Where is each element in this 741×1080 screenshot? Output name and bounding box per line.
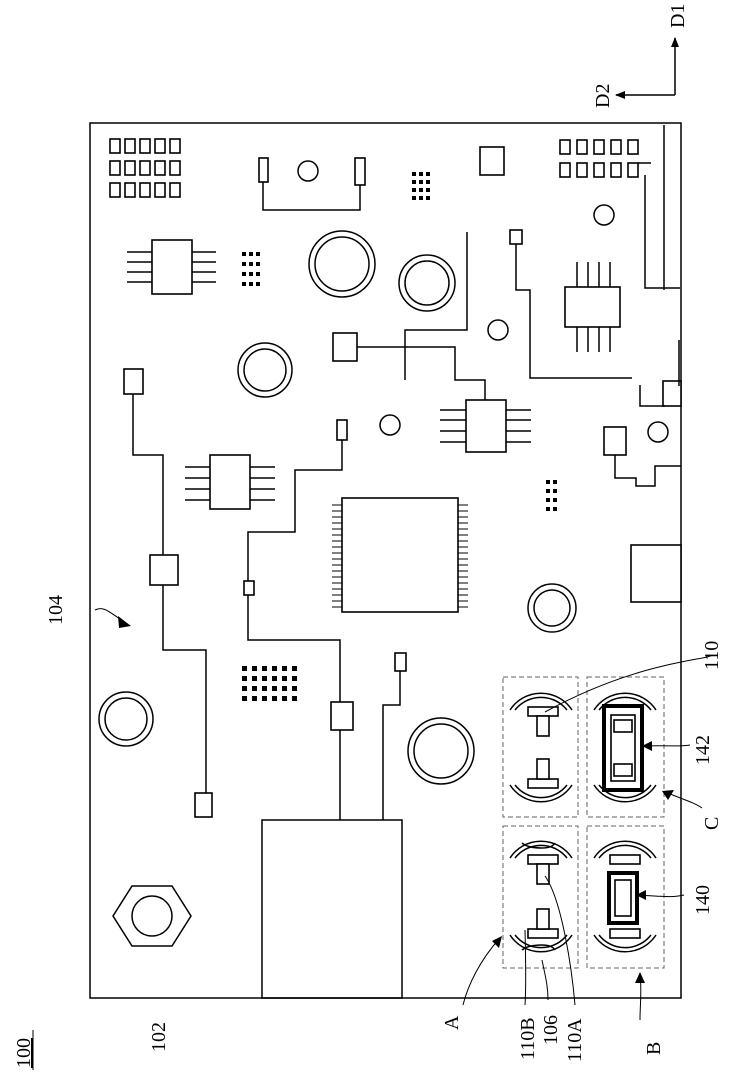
ref-140: 140 <box>692 885 714 915</box>
region-a-pad-t-top-stem <box>537 864 549 884</box>
element-140-inner <box>615 880 631 916</box>
ref-110a: 110A <box>564 1018 586 1062</box>
leader-110 <box>545 655 712 712</box>
via-top <box>298 161 318 181</box>
pad-110-top <box>528 707 558 716</box>
ref-106: 106 <box>540 1015 562 1045</box>
small-vias <box>380 205 672 442</box>
pad-grid-top-left <box>110 139 180 197</box>
ic-chip-middle-right <box>440 400 531 452</box>
region-b-pad-bottom <box>610 929 640 938</box>
pad-top-left-connector <box>259 158 268 182</box>
hex-standoff <box>113 886 191 946</box>
qfp-processor-chip <box>332 498 468 612</box>
pad-top-right-connector <box>355 158 365 185</box>
ref-region-b: B <box>643 1042 665 1055</box>
element-142-pad-top <box>614 720 632 732</box>
ref-region-a: A <box>441 1015 463 1030</box>
pad-110-top-stem <box>537 716 549 736</box>
region-b-pad-top <box>610 855 640 864</box>
region-a-pad-t-bottom <box>528 929 558 938</box>
board-ref-102: 102 <box>148 1022 170 1052</box>
ic-chip-upper-left <box>127 240 216 294</box>
direction-axes: D1 D2 <box>592 4 689 108</box>
figure-ref-100: 100 <box>13 1038 35 1068</box>
surface-leader-arrowhead <box>118 616 131 628</box>
pad-110-bottom-stem <box>537 759 549 779</box>
surface-ref-104: 104 <box>45 595 67 625</box>
region-a-pad-t-bottom-stem <box>537 909 549 929</box>
ref-142: 142 <box>692 735 714 765</box>
leader-110b <box>525 930 526 1005</box>
leader-b-arrowhead <box>635 972 645 983</box>
d2-label: D2 <box>592 84 614 108</box>
via-rings <box>99 231 576 784</box>
dot-array-left <box>242 252 260 286</box>
ref-110: 110 <box>701 641 723 670</box>
region-b <box>587 826 664 968</box>
d1-label: D1 <box>667 4 689 28</box>
leader-110a <box>545 876 575 1005</box>
dot-array-middle <box>546 480 557 511</box>
pad-grid-top-right <box>560 140 638 177</box>
region-c <box>503 677 664 817</box>
ic-chip-middle-left <box>185 455 275 509</box>
ref-region-c: C <box>701 817 723 830</box>
dot-array-large <box>242 666 297 701</box>
ic-chip-upper-right <box>565 262 620 352</box>
ref-110b: 110B <box>517 1017 539 1060</box>
leader-a <box>463 938 500 1005</box>
trace-top-connector <box>263 182 360 210</box>
dot-array-top <box>412 172 430 200</box>
region-a-pad-t-top <box>528 855 558 864</box>
element-142-pad-bottom <box>614 764 632 776</box>
leader-106 <box>542 960 548 1000</box>
large-component-block <box>262 820 402 998</box>
pad-110-bottom <box>528 779 558 788</box>
square-pads <box>124 147 681 817</box>
